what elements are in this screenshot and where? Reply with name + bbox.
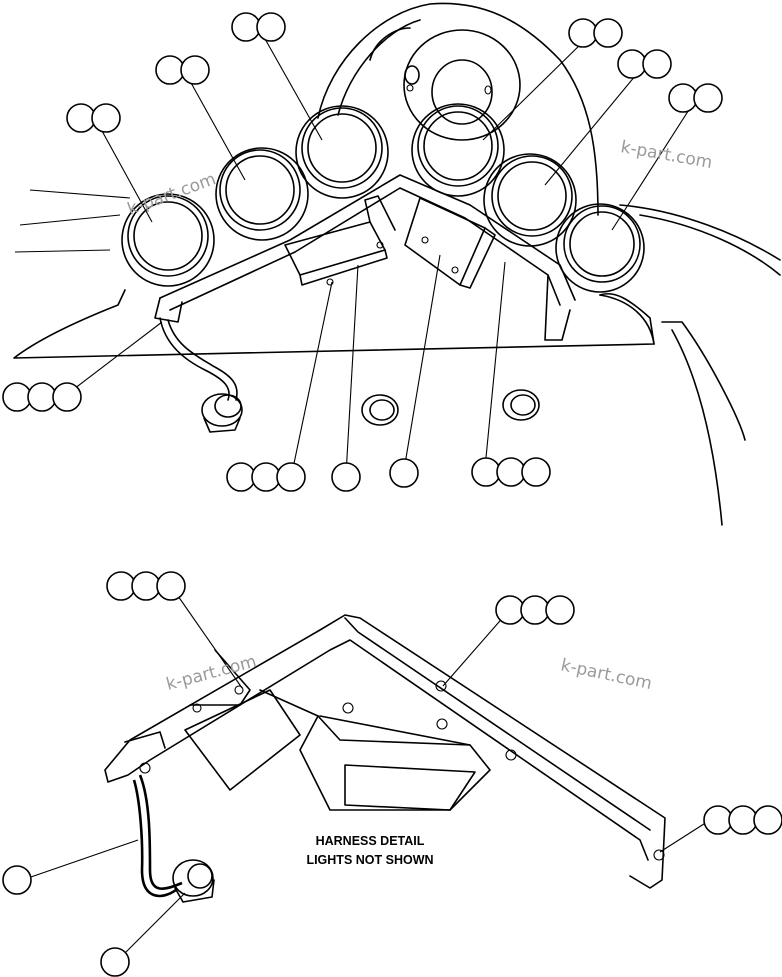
callout-group-3 <box>231 12 286 42</box>
leader-lines-lower <box>27 595 708 956</box>
callout-group-11 <box>471 457 551 487</box>
lamp-4 <box>411 103 505 197</box>
callout-group-8 <box>226 462 306 492</box>
lamp-6 <box>555 203 645 293</box>
harness-wire <box>132 774 183 898</box>
note-line-1: HARNESS DETAIL <box>316 834 425 848</box>
fender-sweep <box>619 204 781 276</box>
callout-group-12 <box>106 571 186 601</box>
callout-group-9 <box>331 462 361 492</box>
base-plate <box>13 289 655 359</box>
leader-lines-upper <box>69 29 693 476</box>
grommet-left <box>361 394 399 426</box>
lamp-2 <box>215 147 309 241</box>
callout-group-15 <box>2 865 32 895</box>
callout-group-6 <box>668 83 723 113</box>
lamp-5 <box>483 153 577 247</box>
lamp-1 <box>121 193 215 287</box>
callout-group-5 <box>617 49 672 79</box>
relay-box-left <box>284 195 396 286</box>
note-line-2: LIGHTS NOT SHOWN <box>306 853 433 867</box>
connector-lower <box>172 859 215 903</box>
watermark-2: k-part.com <box>619 137 714 173</box>
callout-group-2 <box>155 55 210 85</box>
rear-housing <box>317 2 599 216</box>
relay-box-right <box>404 197 496 289</box>
upper-assembly-view <box>2 2 781 526</box>
watermark-4: k-part.com <box>559 655 654 694</box>
callout-group-16 <box>100 947 130 977</box>
pivot-boss <box>403 29 521 141</box>
callout-group-10 <box>389 458 419 488</box>
callout-group-14 <box>703 805 782 835</box>
connector-upper <box>201 393 243 433</box>
harness-cable-upper <box>159 317 238 401</box>
watermark-3: k-part.com <box>164 652 259 695</box>
callout-group-4 <box>568 18 623 48</box>
callout-group-1 <box>66 103 121 133</box>
harness-detail-view: HARNESS DETAIL LIGHTS NOT SHOWN <box>2 571 782 977</box>
callout-group-7 <box>2 382 82 412</box>
grommet-right <box>502 389 540 421</box>
lamp-3 <box>295 105 389 199</box>
callout-group-13 <box>495 595 575 625</box>
